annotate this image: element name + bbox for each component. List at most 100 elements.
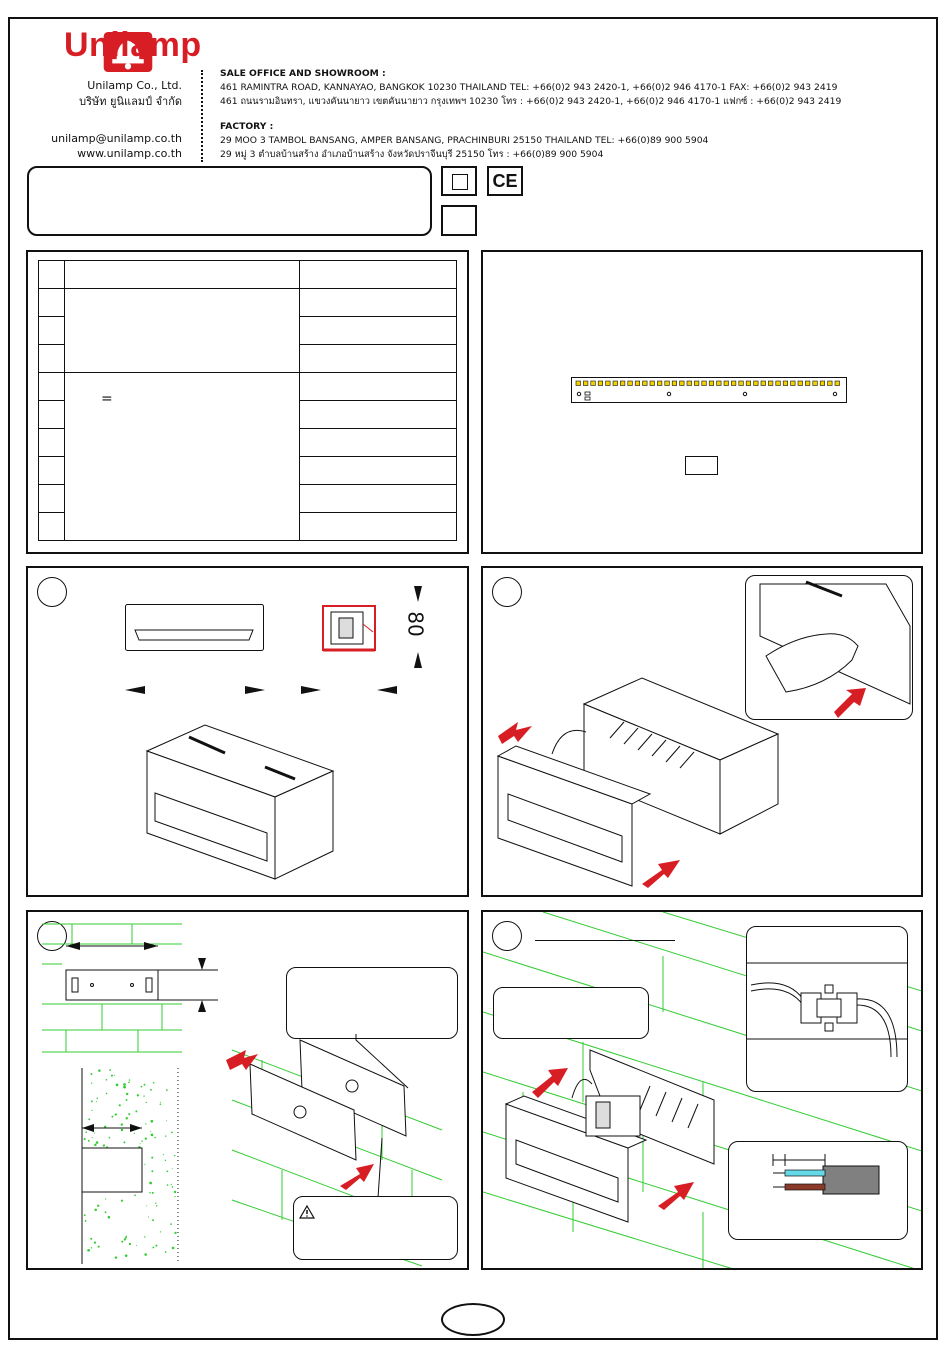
led-chip	[782, 380, 788, 386]
concrete-speck	[173, 1190, 177, 1194]
led-chip	[723, 380, 729, 386]
concrete-speck	[144, 1236, 146, 1238]
led-chip	[575, 380, 581, 386]
concrete-speck	[104, 1211, 107, 1213]
mounting-callout-box	[286, 967, 458, 1039]
step-number-1	[37, 577, 67, 607]
concrete-speck	[166, 1170, 169, 1173]
led-chip	[583, 380, 589, 386]
concrete-speck	[165, 1120, 167, 1122]
led-chip	[597, 380, 604, 386]
concrete-speck	[162, 1154, 165, 1156]
concrete-speck	[84, 1220, 87, 1222]
led-chip	[701, 380, 707, 386]
company-email[interactable]: unilamp@unilamp.co.th	[51, 132, 182, 145]
led-chip	[716, 380, 722, 386]
concrete-speck	[150, 1119, 154, 1123]
front-view-diagram	[125, 604, 264, 651]
width-dimension-arrows	[125, 686, 397, 694]
led-chip	[812, 380, 818, 386]
wiring-callout-box	[493, 987, 649, 1039]
led-chip	[731, 380, 737, 386]
concrete-speck	[136, 1094, 139, 1097]
concrete-speck	[98, 1069, 101, 1072]
header-divider	[201, 70, 203, 162]
spec-panel	[26, 250, 469, 554]
concrete-speck	[97, 1204, 100, 1207]
warning-callout-box	[293, 1196, 458, 1260]
concrete-speck	[174, 1195, 176, 1198]
concrete-speck	[125, 1235, 127, 1237]
concrete-speck	[120, 1128, 124, 1132]
concrete-speck	[151, 1156, 154, 1159]
concrete-speck	[118, 1104, 121, 1107]
height-dimension-arrows	[414, 586, 422, 668]
led-chip	[827, 380, 833, 386]
step-number-4	[492, 921, 522, 951]
symbol-box-empty	[441, 205, 477, 236]
cable-strip-illustration	[772, 1154, 880, 1195]
led-chip	[753, 380, 759, 386]
concrete-speck	[85, 1131, 88, 1133]
concrete-speck	[120, 1199, 124, 1202]
led-chip	[805, 380, 811, 386]
concrete-speck	[149, 1191, 151, 1194]
concrete-speck	[123, 1085, 126, 1089]
concrete-speck	[135, 1244, 137, 1246]
led-chip	[790, 380, 796, 386]
company-website[interactable]: www.unilamp.co.th	[77, 147, 182, 160]
concrete-speck	[87, 1248, 90, 1252]
led-chip	[605, 380, 611, 386]
concrete-speck	[152, 1081, 155, 1084]
factory-address-en: 29 MOO 3 TAMBOL BANSANG, AMPER BANSANG, …	[220, 135, 709, 146]
concrete-speck	[152, 1219, 155, 1222]
step-number-2	[492, 577, 522, 607]
concrete-speck	[90, 1100, 93, 1103]
concrete-speck	[91, 1137, 93, 1139]
step-number-3	[37, 921, 67, 951]
led-chip	[634, 380, 640, 386]
concrete-speck	[150, 1133, 154, 1137]
equal-sign: =	[101, 391, 113, 407]
sale-office-address-en: 461 RAMINTRA ROAD, KANNAYAO, BANGKOK 102…	[220, 82, 838, 93]
led-strip-diagram	[571, 377, 847, 403]
concrete-speck	[87, 1139, 90, 1142]
led-chip	[649, 380, 655, 386]
concrete-speck	[145, 1101, 147, 1104]
concrete-speck	[93, 1241, 97, 1244]
concrete-speck	[90, 1247, 93, 1249]
wiring-title-underline	[535, 940, 675, 941]
led-chip	[797, 380, 803, 386]
factory-heading: FACTORY :	[220, 121, 274, 132]
concrete-speck	[144, 1163, 146, 1165]
concrete-speck	[115, 1083, 119, 1087]
concrete-speck	[143, 1095, 145, 1097]
ce-mark: CE	[487, 166, 523, 196]
terminal-block-illustration	[747, 962, 907, 1058]
lamp-bell-icon	[103, 32, 153, 72]
hand-pulling-illustration	[759, 580, 911, 718]
concrete-speck	[128, 1081, 130, 1084]
led-chip	[664, 380, 670, 386]
concrete-speck	[125, 1117, 128, 1120]
concrete-speck	[94, 1208, 97, 1212]
brand-name: Unilamp	[64, 26, 202, 64]
concrete-speck	[90, 1082, 93, 1084]
concrete-speck	[128, 1113, 131, 1116]
concrete-speck	[173, 1154, 176, 1157]
concrete-speck	[171, 1168, 173, 1170]
concrete-speck	[125, 1092, 129, 1096]
concrete-speck	[139, 1143, 141, 1145]
double-square-icon	[441, 166, 477, 196]
concrete-speck	[170, 1223, 172, 1225]
concrete-speck	[114, 1113, 117, 1116]
concrete-speck	[103, 1125, 107, 1129]
concrete-speck	[107, 1215, 111, 1219]
sale-office-heading: SALE OFFICE AND SHOWROOM :	[220, 68, 386, 79]
concrete-speck	[149, 1181, 152, 1185]
concrete-speck	[123, 1083, 126, 1086]
concrete-speck	[150, 1130, 152, 1132]
concrete-speck	[114, 1256, 118, 1259]
led-chip	[775, 380, 781, 386]
led-chip	[612, 380, 618, 386]
